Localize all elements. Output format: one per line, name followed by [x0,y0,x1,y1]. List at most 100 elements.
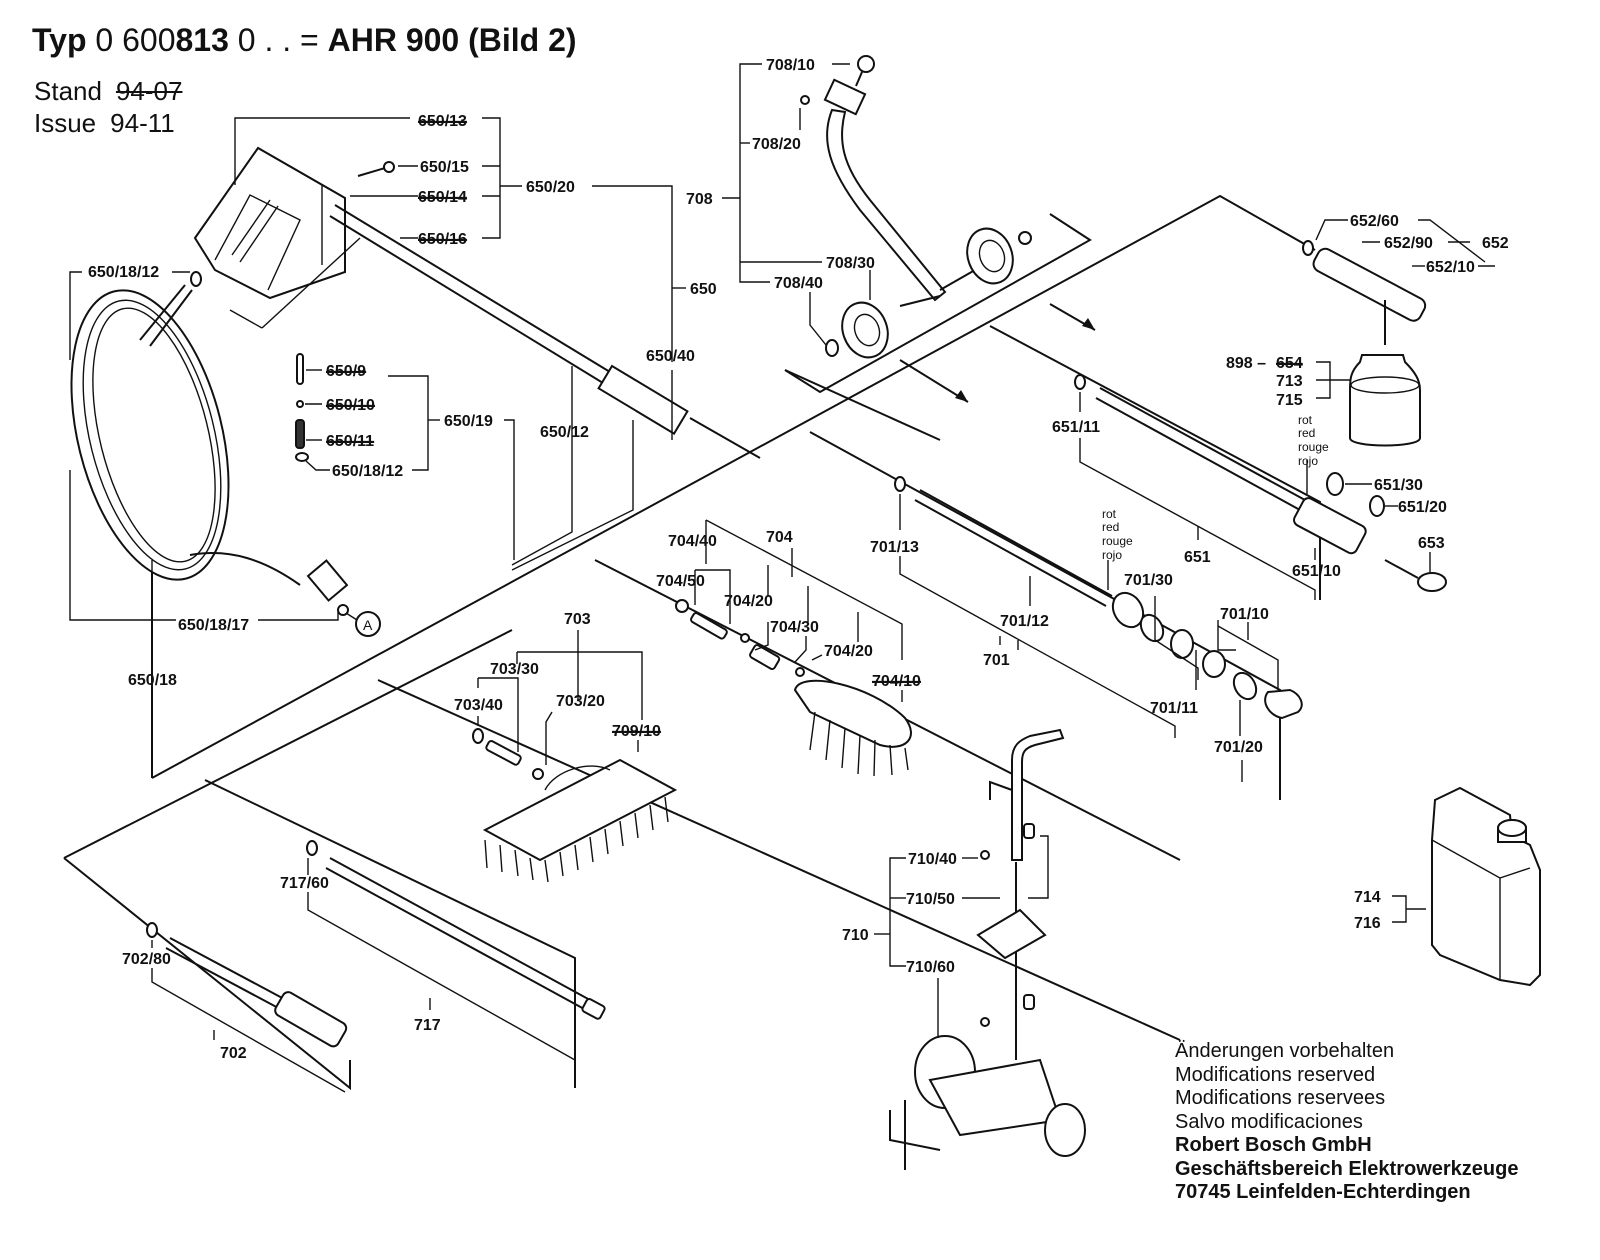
callout-652: 652 [1482,235,1509,252]
footer-line-de: Änderungen vorbehalten [1175,1040,1395,1062]
lance-701 [894,476,1303,720]
callout-701-13: 701/13 [870,539,919,556]
callout-710-60: 710/60 [906,959,955,976]
spray-gun [193,146,761,459]
canister-leaders [1392,895,1426,923]
short-lance-702-leaders [151,940,346,1093]
callout-704-10: 704/10 [872,673,921,690]
typ-suffix: 0 . . = [237,22,319,58]
callout-898: 898 – [1226,355,1266,372]
washing-brush-704 [675,599,912,777]
trolley-710 [889,728,1086,1170]
washing-brush-704-leaders [694,519,903,702]
foam-nozzle-leaders [1315,219,1495,399]
trolley-710-leaders [874,835,1049,1038]
color-note-a-de: rot [1298,413,1313,427]
hose-coil [70,271,349,616]
footer-line-es: Salvo modificaciones [1175,1110,1363,1133]
color-note-b-de: rot [1102,507,1117,521]
extension-lance-717 [306,840,606,1020]
callout-701: 701 [983,652,1010,669]
callout-708: 708 [686,191,713,208]
callout-701-10: 701/10 [1220,606,1269,623]
callout-650-20: 650/20 [526,179,575,196]
surface-brush-703-leaders [477,630,643,765]
callout-708-40: 708/40 [774,275,823,292]
color-note-a-es: rojo [1298,454,1318,468]
typ-number-a: 0 600 [95,22,176,58]
footer-line-en: Modifications reserved [1175,1063,1376,1086]
callout-653: 653 [1418,535,1445,552]
callout-708-10: 708/10 [766,57,815,74]
hose-leaders [69,271,358,778]
stand-value: 94-07 [115,76,183,106]
color-note-b-en: red [1102,520,1119,534]
issue-label: Issue [34,108,97,138]
callout-652-90: 652/90 [1384,235,1433,252]
typ-label: Typ [32,22,87,58]
callout-717: 717 [414,1017,441,1034]
callout-650-18-12-b: 650/18/12 [332,463,403,480]
valve-set [295,353,515,560]
callout-710-50: 710/50 [906,891,955,908]
callout-703-20: 703/20 [556,693,605,710]
color-note-a-en: red [1298,426,1315,440]
callout-650-9: 650/9 [326,363,366,380]
callout-650-16: 650/16 [418,231,467,248]
color-note-a-fr: rouge [1298,440,1329,454]
callout-701-30: 701/30 [1124,572,1173,589]
lance-651-leaders [1079,392,1431,600]
footer-notice: Änderungen vorbehalten Modifications res… [1175,1040,1518,1205]
callout-701-12: 701/12 [1000,613,1049,630]
callout-704-30: 704/30 [770,619,819,636]
footer-division: Geschäftsbereich Elektrowerkzeuge [1175,1157,1519,1180]
direction-arrow-head-2 [955,390,968,402]
callout-704-20-a: 704/20 [724,593,773,610]
color-note-b: rot red rouge rojo [1102,507,1133,562]
document-title: Typ 0 600813 0 . . = AHR 900 (Bild 2) [32,22,577,59]
callout-650-18-12-a: 650/18/12 [88,264,159,281]
callout-702: 702 [220,1045,247,1062]
callout-709-10: 709/10 [612,723,661,740]
footer-address: 70745 Leinfelden-Echterdingen [1175,1181,1471,1203]
callout-651-11: 651/11 [1052,419,1100,436]
callout-708-30: 708/30 [826,255,875,272]
callout-651: 651 [1184,549,1211,566]
color-note-b-fr: rouge [1102,534,1133,548]
callout-713: 713 [1276,373,1303,390]
callout-716: 716 [1354,915,1381,932]
callout-651-30: 651/30 [1374,477,1423,494]
callout-708-20: 708/20 [752,136,801,153]
callout-703: 703 [564,611,591,628]
callout-704-40: 704/40 [668,533,717,550]
callout-704: 704 [766,529,793,546]
callout-715: 715 [1276,392,1303,409]
callout-651-10: 651/10 [1292,563,1341,580]
callout-650-13: 650/13 [418,113,467,130]
lance-651 [1074,374,1447,592]
callout-703-40: 703/40 [454,697,503,714]
callout-650-40: 650/40 [646,348,695,365]
reference-marker-a [355,611,381,637]
spray-gun-leaders [234,117,686,571]
callout-714: 714 [1354,889,1381,906]
direction-arrow-head [1082,318,1095,330]
callout-652-10: 652/10 [1426,259,1475,276]
callout-650-10: 650/10 [326,397,375,414]
callout-650-14: 650/14 [418,189,467,206]
direction-arrow-line-2 [899,359,969,403]
foam-nozzle [1302,240,1427,447]
callout-703-30: 703/30 [490,661,539,678]
model-name: AHR 900 (Bild 2) [327,22,577,58]
callout-710-40: 710/40 [908,851,957,868]
callout-701-20: 701/20 [1214,739,1263,756]
callout-654: 654 [1276,355,1303,372]
callout-650-18: 650/18 [128,672,177,689]
short-lance-702 [146,922,348,1048]
wheel-set [800,55,1032,359]
color-note-a: rot red rouge rojo [1298,413,1329,468]
callout-704-20-b: 704/20 [824,643,873,660]
extension-lance-717-leaders [307,858,576,1061]
